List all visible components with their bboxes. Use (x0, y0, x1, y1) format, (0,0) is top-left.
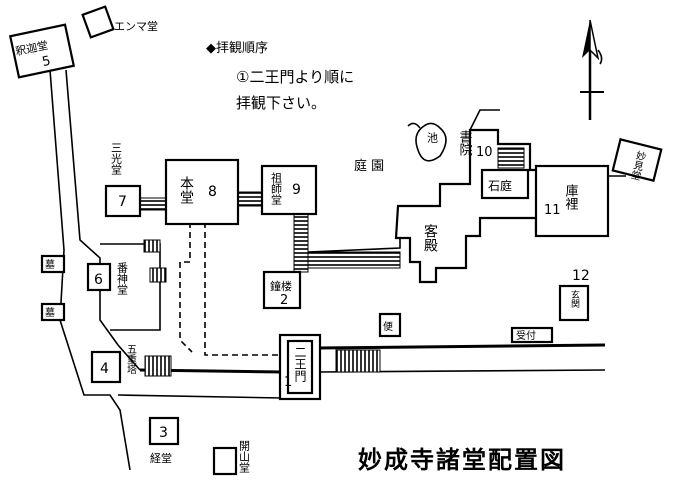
shoin-number: 10 (476, 145, 493, 160)
dashed-path-1 (179, 212, 193, 353)
kuri-number: 11 (544, 203, 561, 218)
soshido-building (260, 164, 318, 216)
shoin-label: 書院 (457, 130, 473, 156)
grave-1-building (40, 254, 66, 274)
gentaku-label: 玄関 (569, 289, 580, 309)
teien-label: 庭 園 (354, 158, 384, 174)
shoro-label: 鐘楼 (270, 279, 292, 293)
myokendo-building (611, 138, 663, 182)
shakado-building (8, 23, 76, 79)
sankodo-building (104, 184, 142, 218)
gojunoto-number: 4 (100, 361, 109, 377)
stairs-2 (149, 267, 167, 283)
toilet-label: 便 (383, 320, 393, 333)
sekitei-label: 石庭 (488, 178, 512, 193)
pond-outline (415, 122, 447, 162)
soshido-label: 祖師堂 (270, 171, 283, 205)
corridor-hatch (307, 251, 401, 269)
shoro-building (262, 270, 302, 310)
grave-2-building (40, 302, 66, 322)
uketsuke-box (510, 326, 554, 344)
sankodo-label: 三光堂 (110, 142, 123, 175)
shoin-north-wall (469, 109, 500, 131)
ike-label: 池 (426, 132, 439, 143)
toilet-building (378, 312, 402, 338)
guide-line-2: 拝観下さい。 (236, 94, 326, 112)
enmado-building (81, 5, 115, 39)
niomon-number: 1 (284, 375, 292, 390)
banjindo-label: 番神堂 (116, 262, 129, 295)
soshido-number: 9 (292, 182, 301, 198)
kyakuden-label: 客殿 (422, 223, 438, 252)
east-approach-path (117, 343, 606, 399)
gojunoto-building (90, 350, 122, 384)
kyodo-number: 3 (159, 425, 168, 441)
uketsuke-label: 受付 (516, 329, 536, 342)
gentaku-building (558, 284, 590, 322)
niomon-inner (286, 339, 314, 395)
map-title: 妙成寺諸堂配置図 (358, 446, 566, 474)
guide-heading: ◆拝観順序 (206, 41, 268, 56)
gojunoto-label: 五重塔 (125, 344, 137, 375)
grave-1-label: 墓 (45, 258, 55, 271)
kaisando-label: 開山堂 (238, 440, 251, 473)
guide-line-1: ①二王門より順に (236, 68, 354, 86)
kuri-label: 庫裡 (563, 184, 579, 211)
corridor-9-2 (293, 211, 309, 273)
stairs-1 (143, 239, 161, 253)
north-arrow-icon (580, 19, 604, 120)
banjindo-building (86, 262, 112, 292)
number-12: 12 (572, 268, 590, 284)
kaisando-building (212, 446, 238, 476)
corridor-to-kyakuden (307, 228, 401, 253)
kyodo-building (148, 416, 180, 446)
niomon-label: 二王門 (293, 346, 307, 382)
grave-2-label: 墓 (45, 306, 55, 319)
sekitei-area (480, 168, 530, 200)
hondo-label: 本堂 (178, 176, 194, 204)
hondo-building (164, 158, 240, 226)
corridor-7-8 (139, 197, 167, 211)
hondo-number: 8 (208, 184, 217, 200)
enmado-label: エンマ堂 (114, 20, 158, 33)
shoin-corridor (497, 147, 525, 169)
shakado-number: 5 (41, 54, 52, 70)
corridor-8-9 (237, 191, 263, 207)
sankodo-number: 7 (118, 194, 127, 210)
kuri-building (534, 164, 610, 238)
kyodo-label: 経堂 (150, 452, 172, 465)
shoro-number: 2 (280, 293, 288, 308)
dashed-path-2 (204, 212, 280, 356)
banjindo-number: 6 (94, 272, 103, 288)
